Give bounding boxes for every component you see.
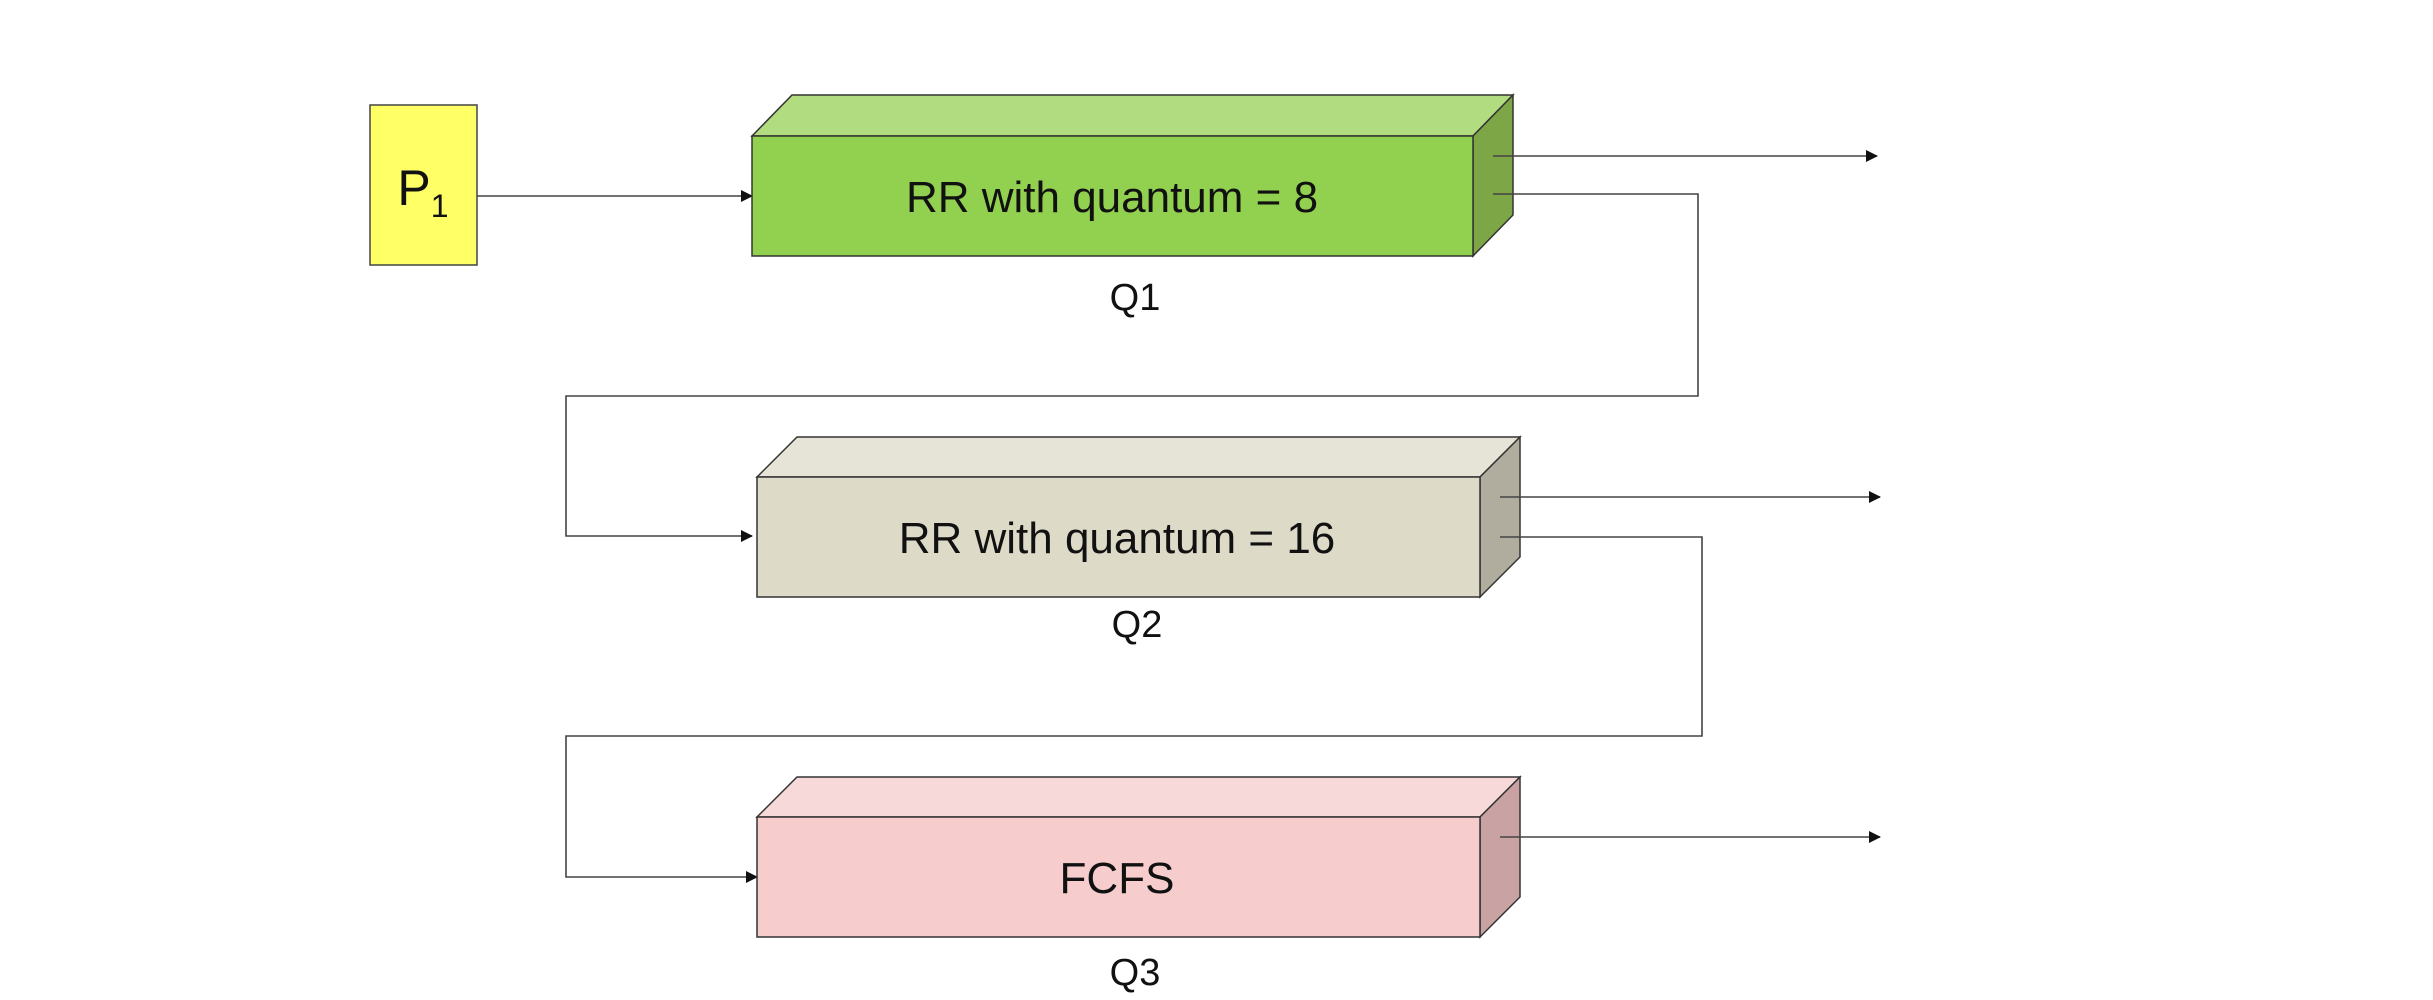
queue-q3-front-face <box>756 816 1481 938</box>
arrow-q2-to-q3 <box>565 536 1703 883</box>
queue-q3-name: Q3 <box>1110 952 1161 994</box>
queue-q1-policy: RR with quantum = 8 <box>906 173 1318 222</box>
queue-q2-name: Q2 <box>1112 604 1163 646</box>
queue-q3-top-face <box>755 776 1522 818</box>
queue-q3-policy: FCFS <box>1060 854 1175 903</box>
queue-q2-policy: RR with quantum = 16 <box>899 514 1336 563</box>
queue-q1-front-face <box>751 135 1474 257</box>
process-p1-box: P1 <box>369 104 478 266</box>
arrow-q1-to-q2 <box>565 193 1699 542</box>
queue-q1-top-face <box>750 94 1515 137</box>
process-label-main: P <box>397 160 430 216</box>
process-label-subscript: 1 <box>431 188 449 224</box>
queue-q2-front-face <box>756 476 1481 598</box>
queue-q2-top-face <box>755 436 1522 478</box>
queue-q1-name: Q1 <box>1110 277 1161 319</box>
queue-q3-box: FCFS <box>755 775 1522 939</box>
queue-q2-box: RR with quantum = 16 <box>755 435 1522 599</box>
process-label: P1 <box>397 160 448 224</box>
queue-q1-box: RR with quantum = 8 <box>750 93 1515 258</box>
